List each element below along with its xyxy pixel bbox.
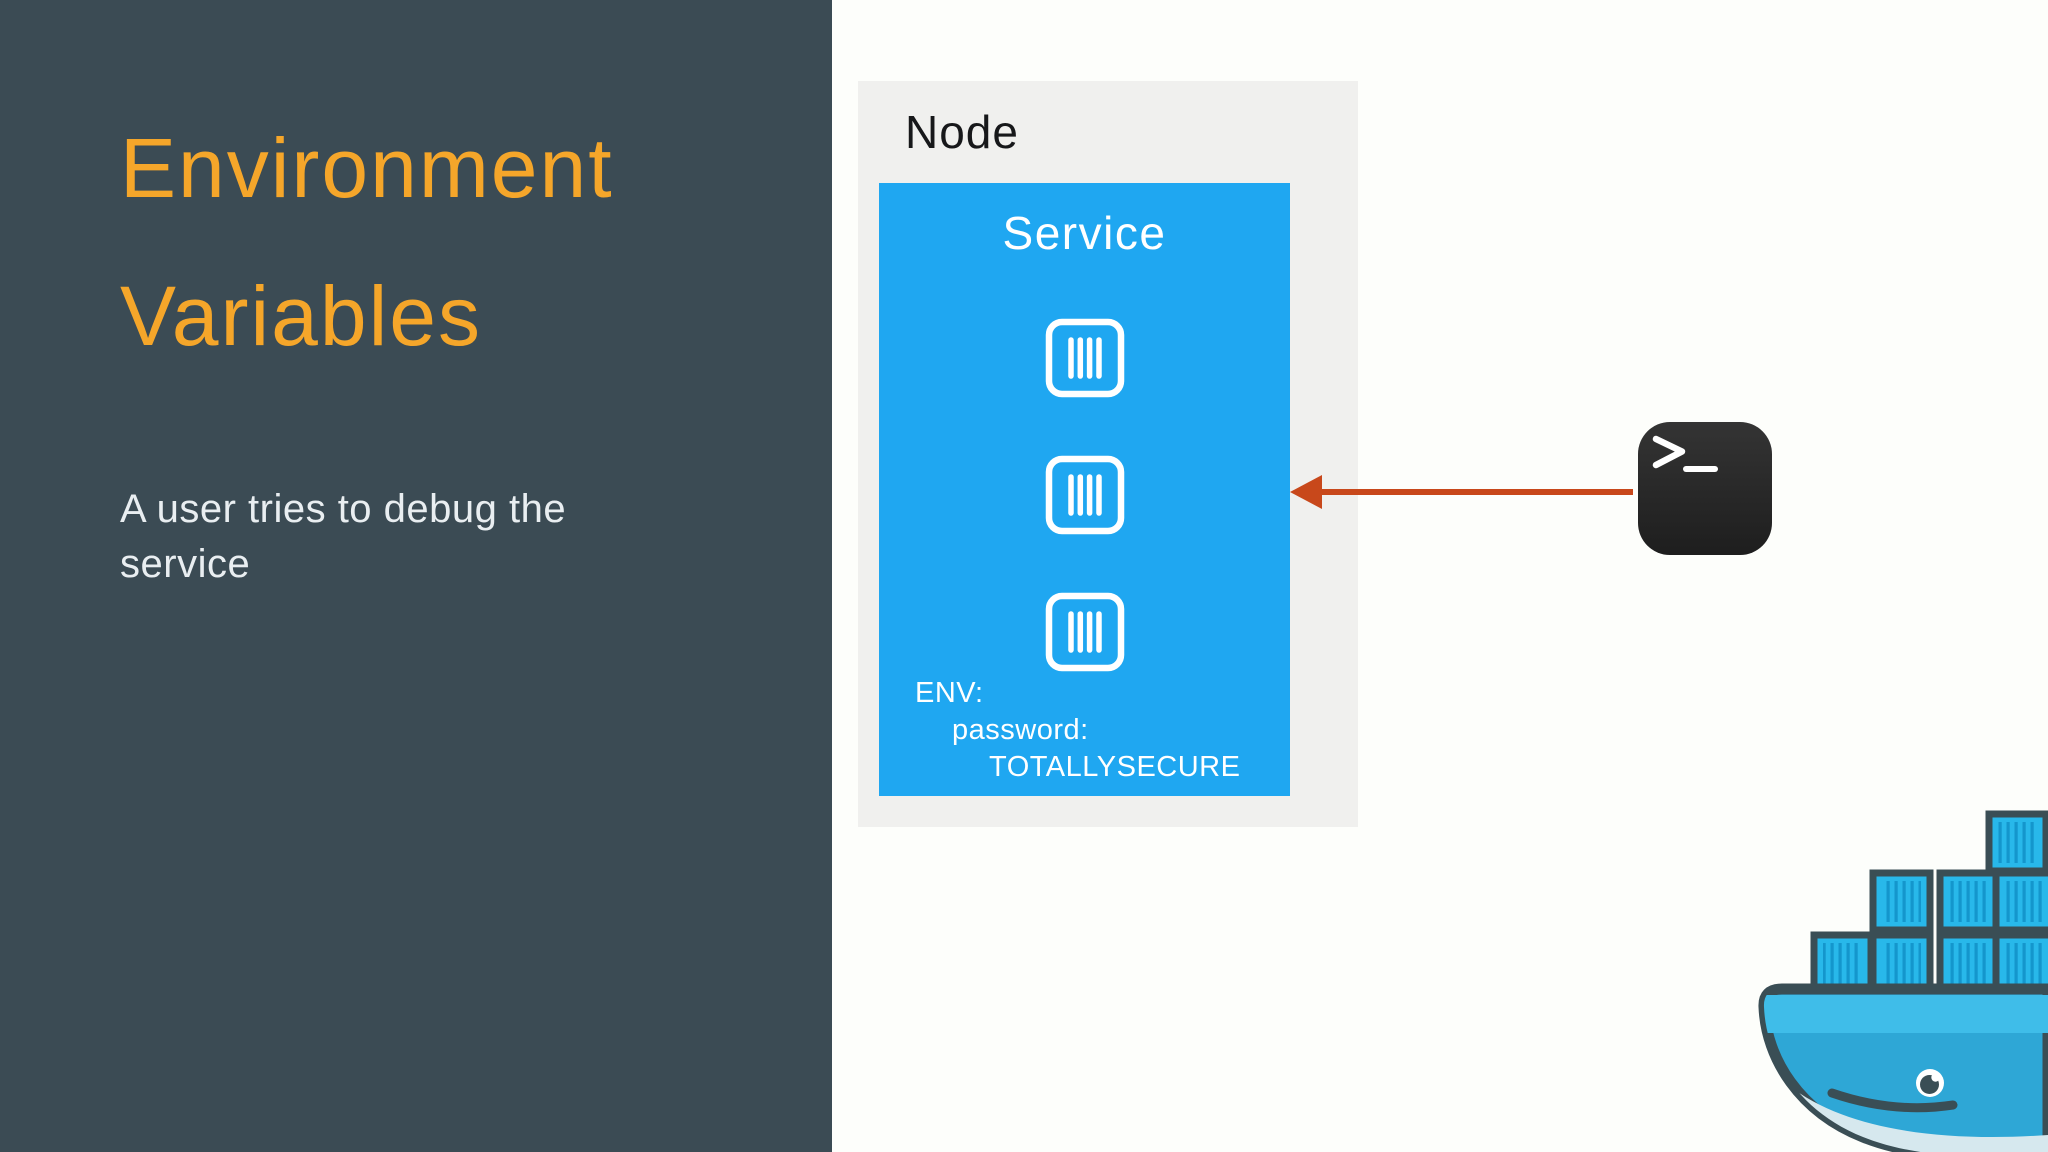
container-icon xyxy=(1045,592,1124,672)
env-value: TOTALLYSECURE xyxy=(989,751,1241,783)
service-label: Service xyxy=(1002,207,1167,259)
left-panel: Environment Variables A user tries to de… xyxy=(0,0,832,1152)
terminal-icon xyxy=(1638,422,1772,555)
page-title: Environment Variables xyxy=(120,126,614,422)
slide-subtitle: A user tries to debug the service xyxy=(120,487,567,586)
left-arrow-icon xyxy=(1290,475,1322,509)
debug-arrow xyxy=(1290,475,1633,509)
env-heading: ENV: xyxy=(915,677,984,709)
terminal-prompt-glyph xyxy=(1652,435,1718,472)
arrow-line xyxy=(1318,489,1633,495)
container-icon xyxy=(1045,455,1124,535)
env-key: password: xyxy=(952,714,1089,746)
docker-containers xyxy=(1810,810,2048,996)
title-line-2: Variables xyxy=(120,269,482,363)
container-icon-stack xyxy=(1039,312,1131,678)
title-line-1: Environment xyxy=(120,121,614,215)
container-icon xyxy=(1045,318,1124,398)
node-label: Node xyxy=(905,106,1019,158)
service-box: Service xyxy=(879,183,1290,796)
docker-whale-logo xyxy=(1758,810,2048,1152)
env-variables: ENV: password: TOTALLYSECURE xyxy=(915,675,1240,786)
whale-smile xyxy=(1827,1088,1958,1113)
node-box: Node Service xyxy=(858,81,1358,827)
